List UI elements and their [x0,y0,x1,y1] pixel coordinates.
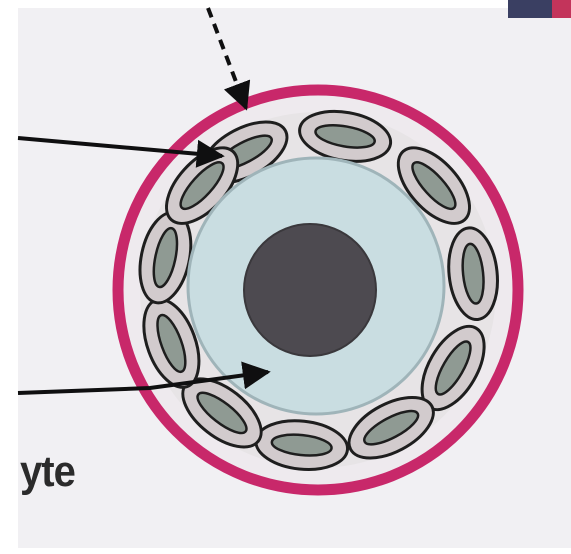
partial-structure-label: yte [20,448,75,497]
oocyte-nucleus [244,224,376,356]
arrow-top [208,8,246,108]
